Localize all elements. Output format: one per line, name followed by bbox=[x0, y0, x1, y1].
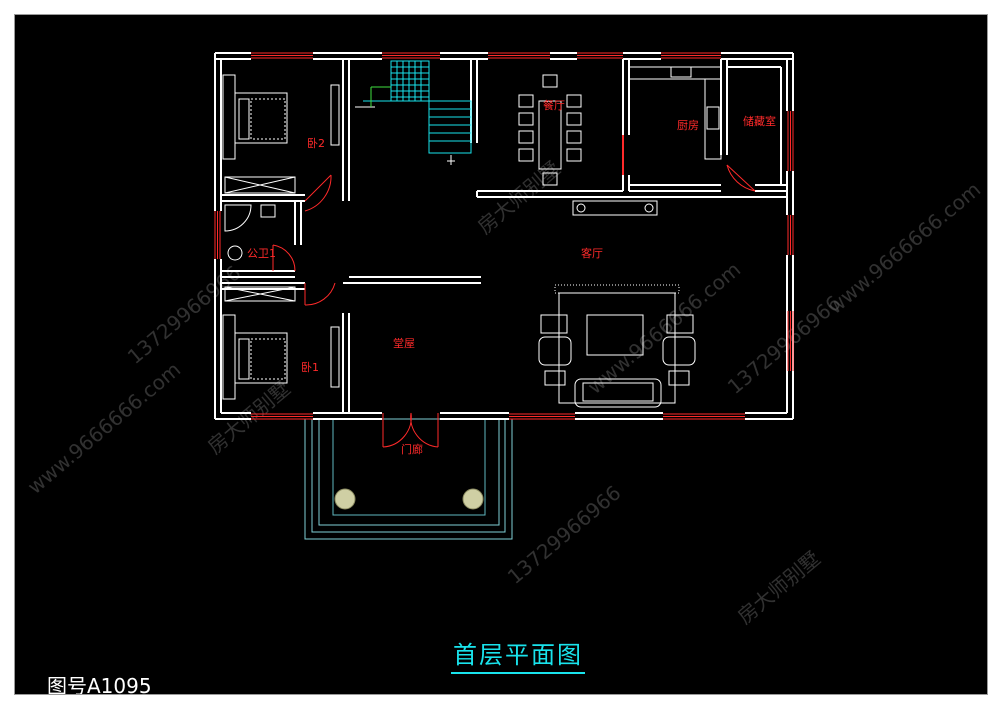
watermark-layer: 房大师别墅 www.9666666.com 13729966966 房大师别墅 … bbox=[23, 156, 985, 629]
living-furniture bbox=[538, 200, 696, 408]
bedroom1-furniture bbox=[222, 286, 340, 400]
watermark-brand: 房大师别墅 bbox=[203, 376, 295, 459]
room-label-porch: 门廊 bbox=[401, 442, 423, 456]
walls bbox=[214, 52, 794, 420]
room-label-bedroom2: 卧2 bbox=[307, 137, 325, 150]
drawing-frame: 房大师别墅 www.9666666.com 13729966966 房大师别墅 … bbox=[14, 14, 988, 695]
kitchen-fixtures bbox=[628, 66, 722, 160]
floor-plan: 房大师别墅 www.9666666.com 13729966966 房大师别墅 … bbox=[23, 52, 985, 629]
room-label-bedroom1: 卧1 bbox=[301, 361, 319, 374]
room-label-hall: 堂屋 bbox=[393, 337, 415, 350]
drawing-number: 图号A1095 bbox=[47, 674, 152, 695]
dining-furniture bbox=[518, 74, 582, 186]
room-label-living: 客厅 bbox=[581, 246, 603, 260]
watermark-site: www.9666666.com bbox=[583, 257, 745, 399]
watermark-site: www.9666666.com bbox=[823, 177, 985, 319]
watermark-site: www.9666666.com bbox=[23, 357, 185, 499]
room-label-kitchen: 厨房 bbox=[677, 119, 699, 132]
room-label-dining: 餐厅 bbox=[543, 98, 565, 112]
porch-column bbox=[334, 488, 356, 510]
watermark-brand: 房大师别墅 bbox=[733, 546, 825, 629]
porch-column bbox=[462, 488, 484, 510]
bathroom-fixtures bbox=[224, 204, 276, 261]
porch-terrace bbox=[304, 418, 513, 540]
room-label-bathroom: 公卫1 bbox=[247, 247, 276, 260]
bedroom2-furniture bbox=[222, 74, 340, 194]
watermark-phone: 13729966966 bbox=[503, 480, 626, 588]
staircase bbox=[355, 60, 472, 165]
doors bbox=[272, 164, 756, 448]
plan-title: 首层平面图 bbox=[451, 635, 585, 674]
room-label-storage: 储藏室 bbox=[743, 114, 776, 128]
windows bbox=[214, 52, 794, 420]
